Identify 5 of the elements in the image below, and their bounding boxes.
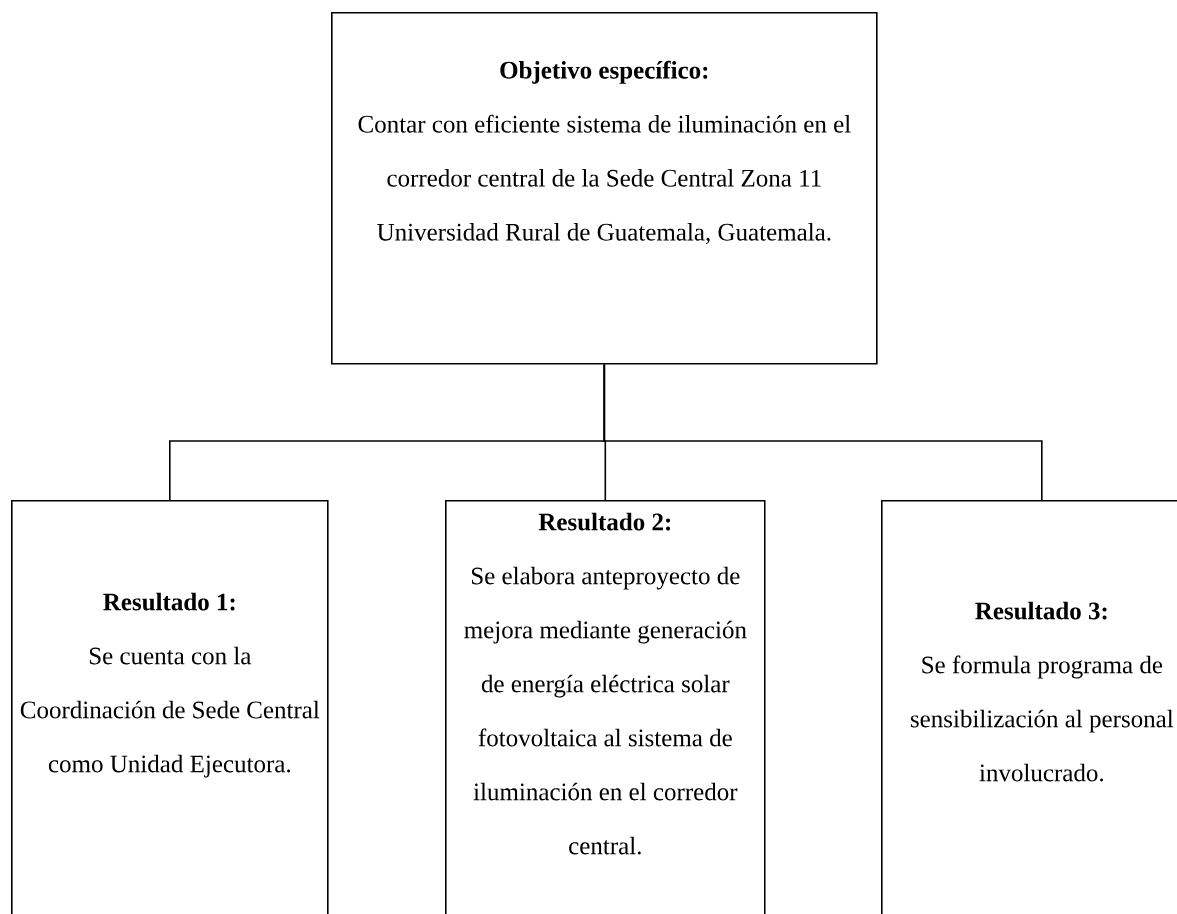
connector-line	[603, 363, 1043, 501]
text-box: Resultado 3: Se formula programa de sensibilización al personal involucrado.	[881, 500, 1177, 914]
text-box: Resultado 2: Se elabora anteproyecto de mejora mediante generación de energía eléctrica solar fotovoltaica al sistema de iluminación en el corredor central.	[445, 500, 766, 914]
text-box: Resultado 1: Se cuenta con la Coordinación de Sede Central como Unidad Ejecutora.	[11, 500, 329, 914]
text-box: Objetivo específico: Contar con eficiente sistema de iluminación en el corredor central de la Sede Central Zona 11 Universidad Rural de Guatemala, Guatemala.	[331, 12, 878, 365]
